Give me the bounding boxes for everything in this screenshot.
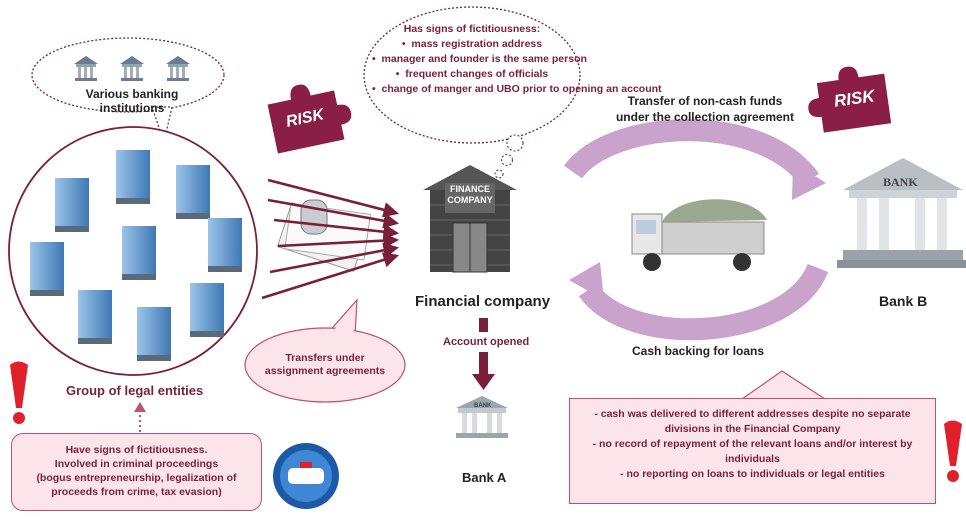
findings-line-4: individuals — [725, 453, 780, 465]
money-truck-icon — [631, 199, 767, 271]
financial-company-label: Financial company — [415, 293, 551, 310]
fictitious-line-1: Have signs of fictitiousness. — [65, 444, 208, 456]
assignment-bubble-text: Transfers under assignment agreements — [264, 352, 386, 377]
banks-cloud — [31, 37, 225, 145]
risk-puzzle-left — [267, 84, 352, 154]
cycle-arrows — [564, 119, 829, 341]
account-opened-label: Account opened — [443, 336, 530, 348]
account-arrow — [472, 318, 495, 390]
police-icon — [273, 443, 339, 509]
cloud-item: • frequent changes of officials — [395, 68, 549, 80]
sign-line-2: COMPANY — [447, 195, 493, 205]
bank-b-label: Bank B — [879, 293, 928, 309]
assignment-bubble-shape — [244, 298, 406, 403]
banks-cloud-label: Various banking institutions — [85, 87, 179, 115]
findings-line-2: divisions in the Financial Company — [664, 423, 841, 435]
cloud-item: • mass registration address — [401, 38, 543, 50]
flow-arrows — [261, 178, 400, 300]
exclamation-left — [10, 361, 28, 424]
dotted-up-arrow — [134, 402, 146, 432]
finance-company-sign: FINANCE COMPANY — [445, 184, 495, 206]
findings-line-3: - no record of repayment of the relevant… — [592, 438, 913, 450]
cloud-title: Has signs of fictitiousness: — [403, 23, 541, 35]
cloud-item: • change of manger and UBO prior to open… — [372, 83, 662, 95]
fictitious-line-2: Involved in criminal proceedings — [54, 458, 219, 470]
findings-line-1: - cash was delivered to different addres… — [594, 408, 911, 420]
right-findings-box: - cash was delivered to different addres… — [569, 398, 936, 504]
fictitious-line-3: (bogus entrepreneurship, legalization of — [36, 472, 237, 484]
cloud-item: • manager and founder is the same person — [372, 53, 587, 65]
bank-a-icon — [456, 396, 508, 438]
cash-backing-label: Cash backing for loans — [632, 344, 765, 358]
fictitiousness-cloud-text: Has signs of fictitiousness: • mass regi… — [372, 22, 662, 97]
fictitious-line-4: proceeds from crime, tax evasion) — [51, 486, 222, 498]
office-buildings — [30, 150, 242, 361]
fictitious-box: Have signs of fictitiousness. Involved i… — [11, 433, 262, 511]
bank-b-icon — [837, 158, 966, 268]
bank-icons-row — [74, 56, 190, 81]
exclamation-right — [944, 420, 962, 482]
findings-line-5: - no reporting on loans to individuals o… — [620, 468, 885, 480]
risk-puzzle-right — [808, 66, 892, 133]
bank-b-sign: BANK — [883, 175, 918, 189]
sign-line-1: FINANCE — [450, 184, 490, 194]
transfer-line-1: Transfer of non-cash funds — [627, 94, 783, 108]
bank-a-label: Bank A — [462, 470, 507, 485]
right-box-callout — [740, 370, 828, 400]
bank-a-sign: BANK — [474, 403, 492, 409]
finance-company-building — [423, 165, 517, 273]
fictitiousness-cloud — [363, 6, 581, 179]
transfer-line-2: under the collection agreement — [615, 110, 795, 124]
group-label: Group of legal entities — [66, 383, 204, 398]
transfer-label: Transfer of non-cash funds under the col… — [615, 93, 795, 125]
